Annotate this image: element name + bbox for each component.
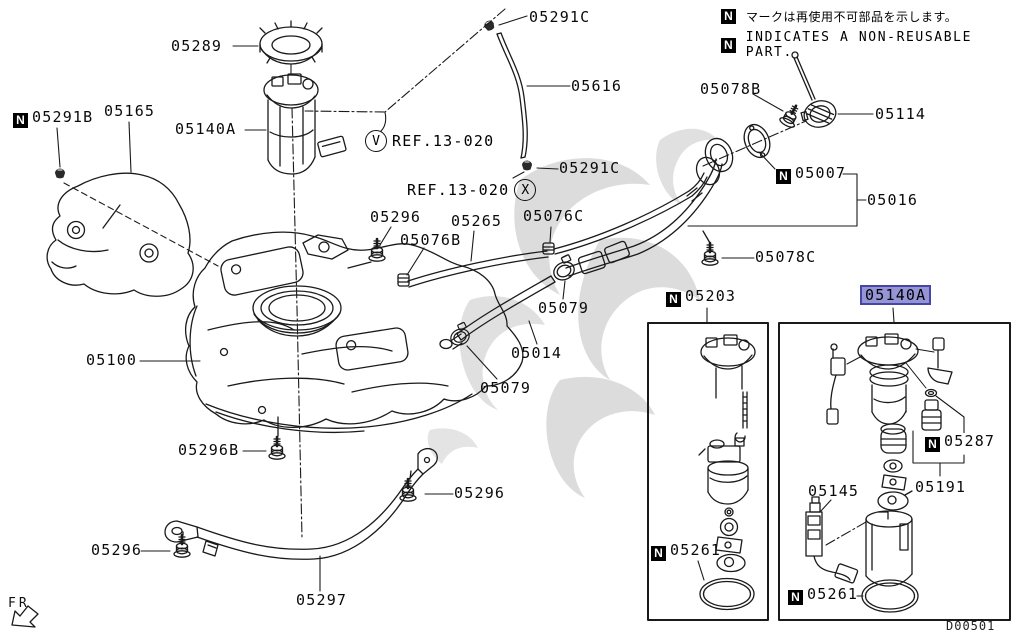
non-reusable-icon: N bbox=[13, 113, 28, 128]
heat-shield-art bbox=[46, 167, 194, 297]
detail-box-05140a bbox=[778, 322, 1011, 621]
part-number: 05261 bbox=[807, 585, 859, 603]
fr-direction-icon bbox=[11, 605, 39, 628]
ref-marker-x[interactable]: REF.13-020 X bbox=[407, 179, 537, 201]
detail-box-05203 bbox=[647, 322, 769, 621]
x-circle-icon: X bbox=[514, 179, 537, 201]
part-label-05289[interactable]: 05289 bbox=[171, 37, 223, 55]
part-label-05261-right[interactable]: N 05261 bbox=[788, 586, 858, 605]
leader-lines bbox=[56, 15, 965, 597]
part-label-05287[interactable]: N 05287 bbox=[925, 432, 996, 452]
part-label-05076b[interactable]: 05076B bbox=[400, 231, 462, 249]
detail-box2-art bbox=[805, 333, 953, 613]
part-label-05297[interactable]: 05297 bbox=[296, 591, 348, 609]
part-label-05007[interactable]: N 05007 bbox=[776, 165, 846, 184]
ref-text: REF.13-020 bbox=[392, 132, 495, 150]
non-reusable-icon: N bbox=[925, 437, 940, 452]
vent-tube-art bbox=[482, 18, 533, 171]
legend-line-en: N INDICATES A NON-REUSABLE PART. bbox=[721, 30, 1024, 60]
v-circle-icon: V bbox=[365, 130, 387, 152]
part-label-05203[interactable]: N 05203 bbox=[666, 288, 736, 307]
part-number: 05291B bbox=[32, 108, 94, 126]
part-number: 05261 bbox=[670, 541, 722, 559]
part-label-05078c[interactable]: 05078C bbox=[755, 248, 817, 266]
non-reusable-icon: N bbox=[721, 9, 736, 24]
assembly-centerlines bbox=[290, 8, 867, 546]
part-label-05261-left[interactable]: N 05261 bbox=[651, 542, 721, 561]
ref-marker-v[interactable]: V REF.13-020 bbox=[365, 130, 494, 152]
detail-box1-art bbox=[698, 334, 756, 611]
non-reusable-icon: N bbox=[666, 292, 681, 307]
shield-dash-line bbox=[63, 182, 219, 267]
diagram-code: D00501 bbox=[946, 619, 996, 633]
part-label-05016[interactable]: 05016 bbox=[867, 191, 919, 209]
part-label-05114[interactable]: 05114 bbox=[875, 105, 927, 123]
part-label-05616[interactable]: 05616 bbox=[571, 77, 623, 95]
non-reusable-icon: N bbox=[721, 37, 736, 53]
part-label-05076c[interactable]: 05076C bbox=[523, 207, 585, 225]
part-number: 05007 bbox=[795, 164, 847, 182]
part-number: 05287 bbox=[944, 432, 996, 450]
part-label-05079-right[interactable]: 05079 bbox=[538, 299, 590, 317]
part-label-05165[interactable]: 05165 bbox=[104, 102, 156, 120]
legend-jp-text: マークは再使用不可部品を示します。 bbox=[746, 10, 958, 24]
part-label-05014[interactable]: 05014 bbox=[511, 344, 563, 362]
legend-line-jp: N マークは再使用不可部品を示します。 bbox=[721, 8, 957, 25]
locking-ring-art bbox=[259, 20, 323, 65]
part-label-05291c-top[interactable]: 05291C bbox=[529, 8, 591, 26]
part-label-05265[interactable]: 05265 bbox=[451, 212, 503, 230]
part-label-05140a-selected[interactable]: 05140A bbox=[860, 285, 932, 305]
detail-boxes bbox=[647, 322, 1011, 621]
part-label-05145[interactable]: 05145 bbox=[808, 482, 860, 500]
part-label-05291b[interactable]: N 05291B bbox=[13, 109, 93, 128]
fuel-pump-module-art bbox=[263, 73, 347, 175]
part-label-05296-left[interactable]: 05296 bbox=[91, 541, 143, 559]
watermark-graphic bbox=[427, 128, 718, 498]
breather-hose-art bbox=[397, 172, 708, 288]
part-label-05100[interactable]: 05100 bbox=[86, 351, 138, 369]
part-label-05291c-mid[interactable]: 05291C bbox=[559, 159, 621, 177]
part-label-05296b[interactable]: 05296B bbox=[178, 441, 240, 459]
non-reusable-icon: N bbox=[776, 169, 791, 184]
part-label-05191[interactable]: 05191 bbox=[915, 478, 967, 496]
non-reusable-icon: N bbox=[788, 590, 803, 605]
legend-en-text: INDICATES A NON-REUSABLE PART. bbox=[745, 30, 972, 60]
non-reusable-icon: N bbox=[651, 546, 666, 561]
fr-direction-label: FR bbox=[8, 596, 30, 611]
part-label-05079-left[interactable]: 05079 bbox=[480, 379, 532, 397]
part-label-05296-right[interactable]: 05296 bbox=[454, 484, 506, 502]
part-label-05140a-main[interactable]: 05140A bbox=[175, 120, 237, 138]
part-label-05296-top[interactable]: 05296 bbox=[370, 208, 422, 226]
part-number: 05203 bbox=[685, 287, 737, 305]
ref-text: REF.13-020 bbox=[407, 181, 510, 199]
bolts-art bbox=[172, 230, 720, 559]
filler-hose-art bbox=[445, 253, 579, 349]
part-label-05078b[interactable]: 05078B bbox=[700, 80, 762, 98]
